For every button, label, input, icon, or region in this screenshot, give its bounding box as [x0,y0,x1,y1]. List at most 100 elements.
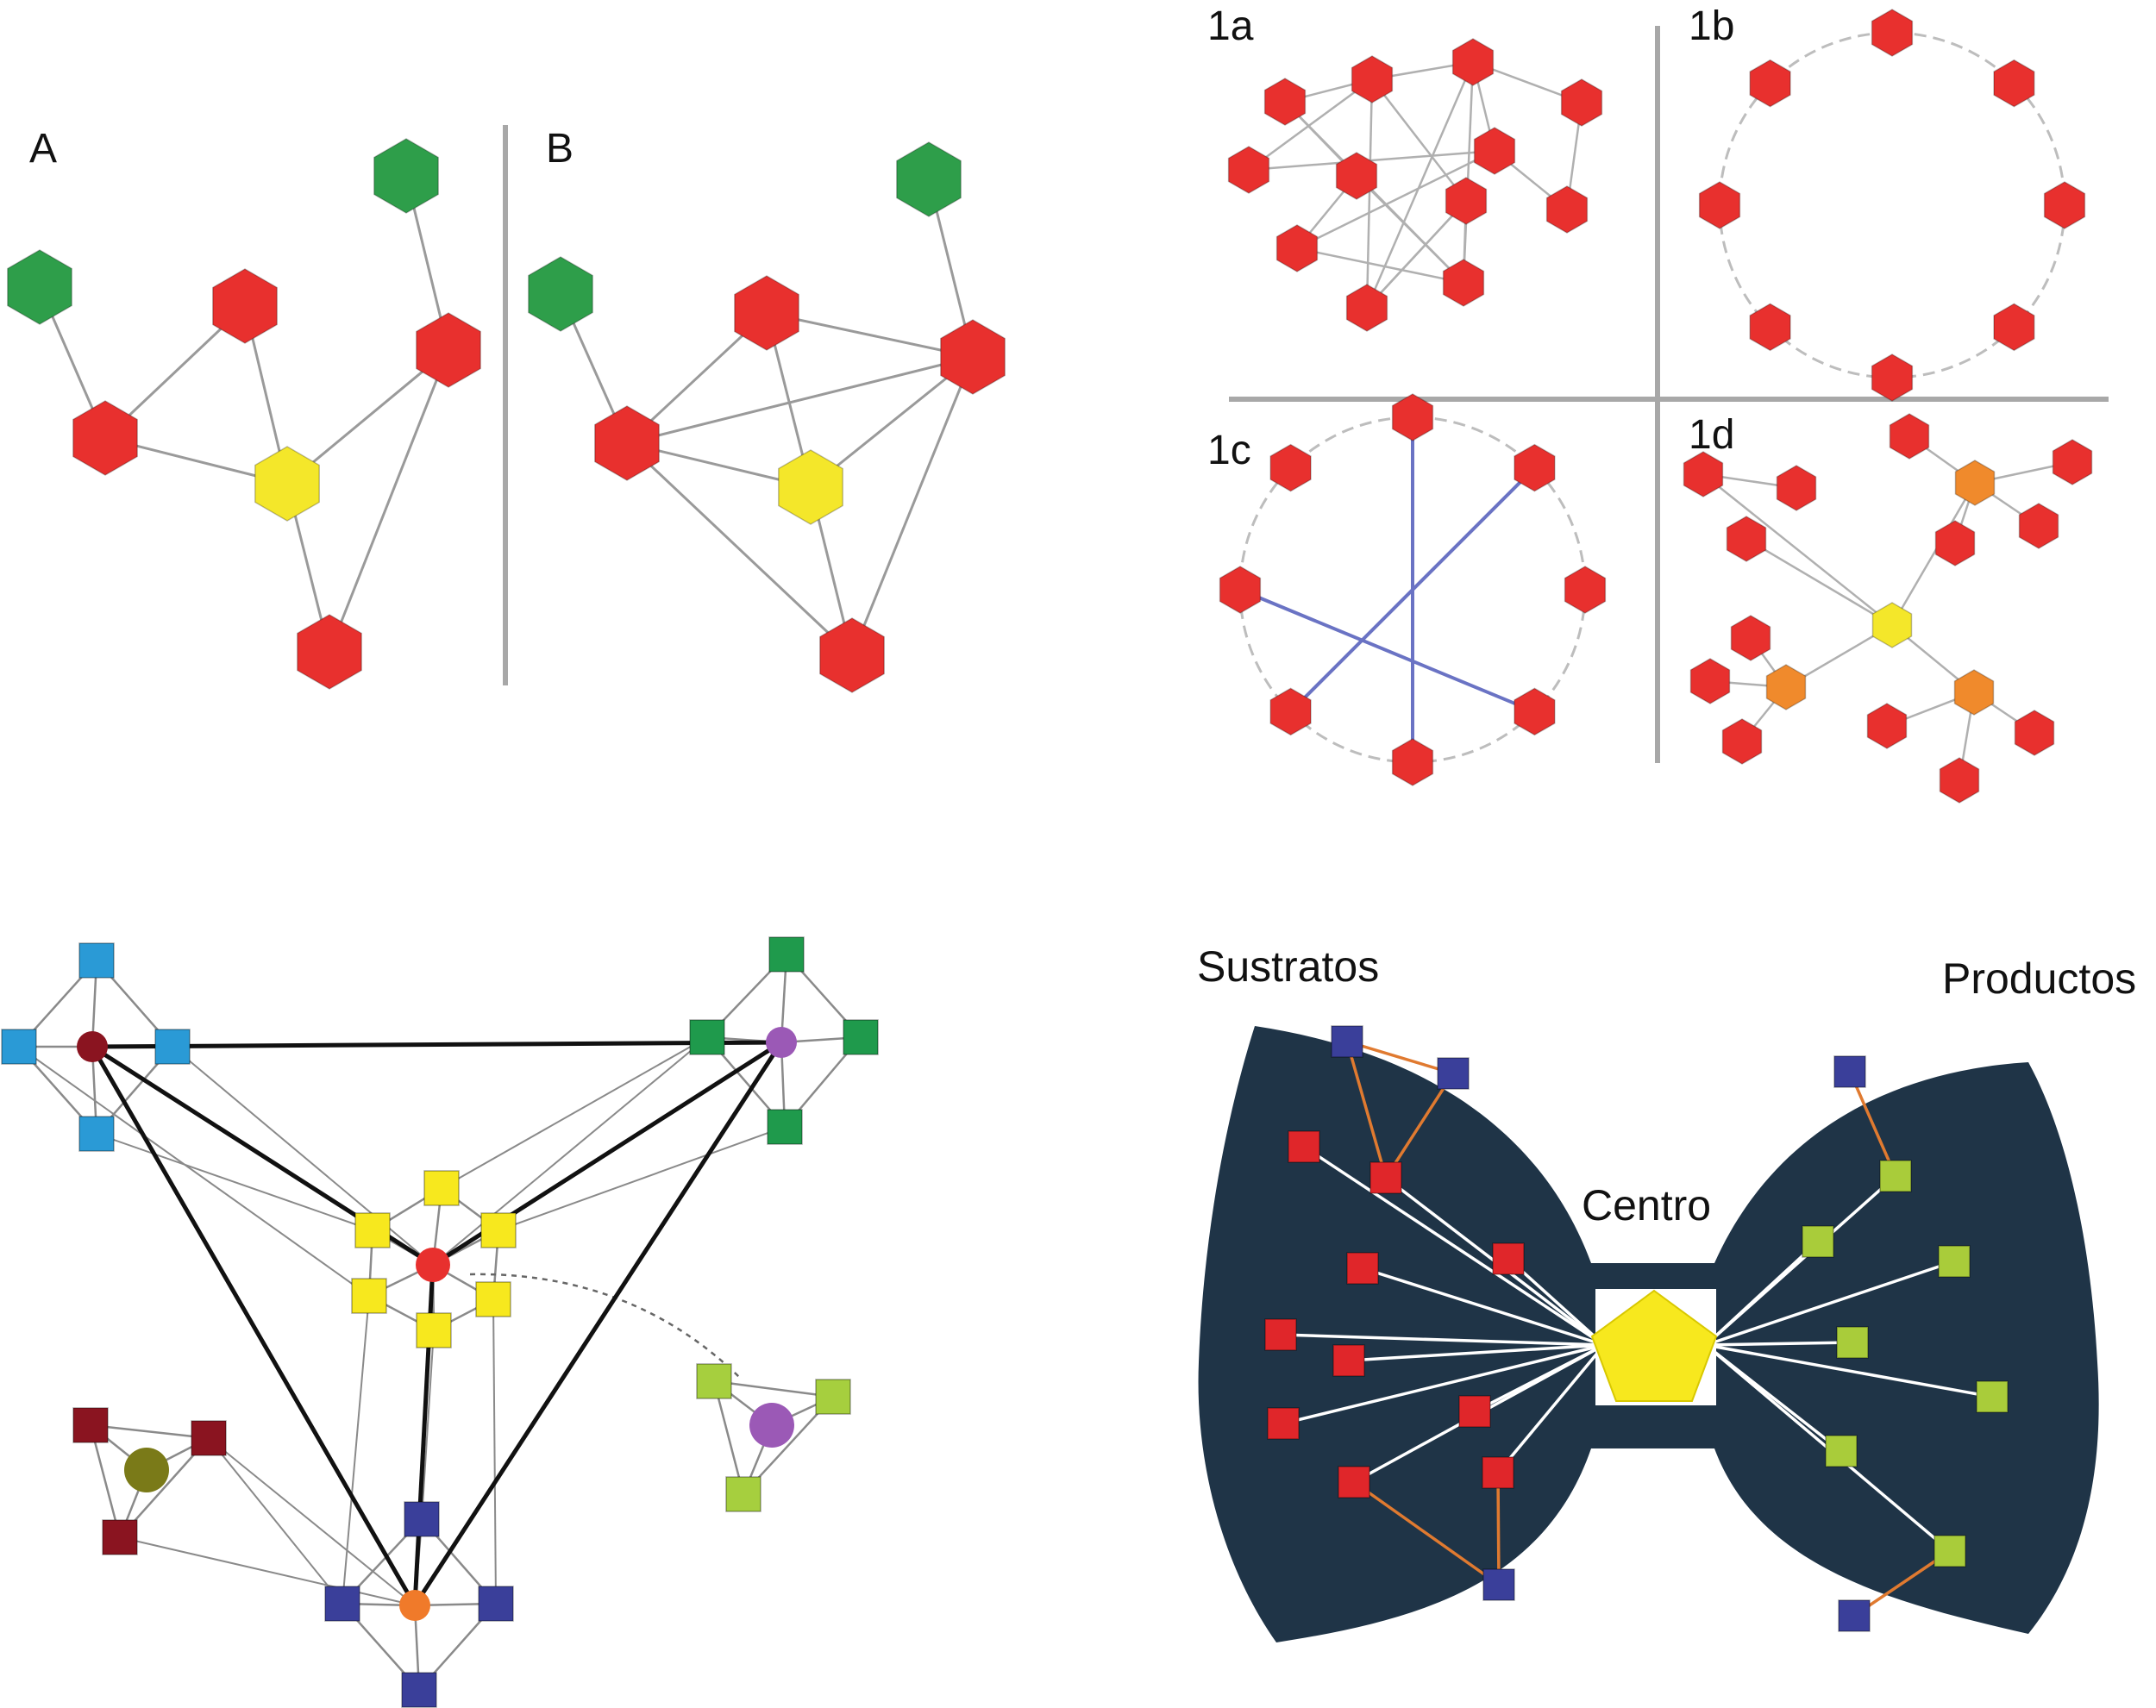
node-1d-leaf-9 [1721,718,1763,765]
edge-ring-li-2 [712,1380,745,1495]
bow-product-3 [1836,1326,1869,1359]
edge-b-10 [850,356,975,656]
node-b-r1 [734,275,799,351]
bow-substrate-1 [1369,1161,1402,1194]
hub-orange [399,1590,430,1621]
node-b-r2 [940,319,1006,395]
edge-inter-7 [208,1437,343,1605]
edge-1a-17 [1366,200,1467,309]
edge-bold-3 [90,1045,417,1607]
edge-bow-red-0 [1303,1145,1605,1347]
edge-1c-1 [1289,466,1536,713]
node-1c-2 [1564,566,1607,614]
edge-bow-red-9 [1496,1343,1606,1474]
label-sustratos: Sustratos [1197,942,1379,991]
node-1b-7 [1749,59,1791,108]
node-1d-leaf-6 [1934,520,1976,566]
edge-1a-15 [1296,149,1495,250]
edge-bow-red-3 [1507,1257,1606,1347]
edge-dashed-lime [469,1273,743,1380]
node-1d-leaf-4 [2052,439,2093,485]
edge-1a-10 [1248,78,1373,172]
edge-bow-orange-0 [1346,1040,1454,1075]
square-blue-0 [404,1501,440,1537]
node-1d-leaf-12 [2014,710,2055,756]
edge-1a-18 [1365,78,1374,309]
edge-inter-11 [432,1036,708,1266]
bow-product-4 [1976,1380,2009,1413]
bow-substrate-8 [1338,1466,1370,1498]
bow-external-2 [1482,1568,1515,1601]
square-blue-2 [478,1586,514,1622]
node-1b-4 [1871,353,1914,402]
edge-bow-red-7 [1282,1343,1605,1425]
bow-product-0 [1879,1160,1912,1192]
edge-bow-orange-2 [1384,1073,1455,1179]
node-1c-5 [1269,687,1312,736]
node-a-g1 [7,249,72,325]
node-1d-leaf-1 [1776,465,1817,511]
square-lightblue-0 [78,942,115,979]
square-yellow-3 [351,1278,387,1314]
square-lightblue-3 [78,1116,115,1152]
edge-inter-10 [172,1046,434,1266]
edge-bow-orange-1 [1345,1041,1388,1179]
node-1d-sub-2 [1953,669,1995,716]
edge-bow-green-3 [1705,1341,1853,1347]
edge-b-3 [626,355,974,445]
edge-1a-3 [1371,78,1467,202]
node-1a-0 [1263,78,1307,126]
edge-bow-orange-3 [1352,1480,1501,1586]
square-darkred-1 [191,1420,227,1456]
square-darkgreen-0 [768,936,805,973]
node-1b-2 [2043,181,2086,229]
edge-inter-4 [342,1295,370,1605]
node-1a-11 [1442,259,1485,307]
hub-red [416,1248,450,1282]
edge-bow-green-2 [1705,1260,1955,1347]
node-1c-1 [1514,443,1556,492]
edge-1a-19 [1284,101,1464,284]
edge-1a-16 [1296,247,1464,285]
node-1b-3 [1993,303,2035,352]
square-blue-1 [324,1586,360,1622]
node-1a-5 [1335,152,1378,200]
edge-1c-2 [1239,588,1536,714]
edge-bow-green-4 [1705,1343,1993,1398]
square-darkgreen-1 [689,1019,725,1055]
bow-product-6 [1934,1535,1966,1567]
nodes-modular [1,936,879,1708]
node-b-g1 [528,256,593,332]
node-1a-4 [1227,146,1270,194]
node-1d-sub-0 [1954,460,1996,506]
edge-b-6 [810,355,974,489]
bow-substrate-4 [1264,1318,1297,1351]
square-yellow-0 [423,1170,460,1206]
node-1d-leaf-5 [2018,503,2059,549]
node-1c-3 [1514,687,1556,736]
node-a-g2 [373,138,439,214]
node-1d-leaf-7 [1730,615,1771,661]
node-a-r2 [416,312,481,388]
node-b-r4 [819,617,885,693]
bow-external-3 [1833,1055,1866,1088]
node-b-y [778,449,843,525]
node-1a-7 [1445,177,1488,225]
edge-bold-4 [412,1041,784,1607]
node-1a-2 [1451,38,1495,86]
node-1b-0 [1871,9,1914,57]
square-darkgreen-2 [843,1019,879,1055]
bow-substrate-3 [1492,1242,1525,1275]
node-b-g2 [896,141,962,217]
node-1a-9 [1275,224,1319,272]
node-1a-1 [1351,55,1394,103]
node-1d-leaf-0 [1683,451,1724,497]
edge-bow-orange-6 [1853,1549,1951,1617]
edge-bow-green-1 [1704,1240,1820,1347]
edge-ring-li-0 [713,1380,834,1398]
nodes-a [7,138,481,690]
bow-substrate-7 [1267,1407,1300,1440]
node-1c-0 [1391,393,1434,441]
edge-bow-orange-5 [1848,1071,1897,1177]
